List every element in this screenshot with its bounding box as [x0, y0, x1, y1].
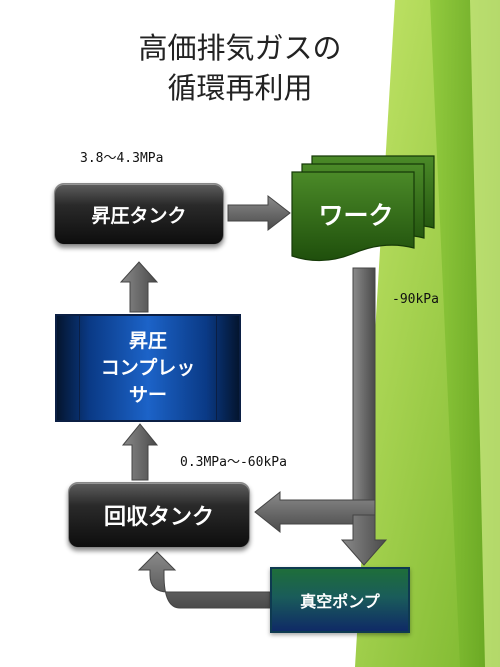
- boost-tank-label: 昇圧タンク: [91, 204, 187, 227]
- arrow-compressor-to-tank: [119, 261, 159, 313]
- label-mid-pressure: 0.3MPa～-60kPa: [180, 455, 287, 470]
- vacuum-pump-box: 真空ポンプ: [270, 567, 410, 633]
- pipe-work-down: [352, 267, 376, 507]
- label-vacuum: -90kPa: [392, 292, 439, 307]
- arrow-pump-to-recovery: [137, 551, 271, 609]
- page-title: 高価排気ガスの 循環再利用: [60, 28, 420, 108]
- arrow-recovery-to-compressor: [121, 423, 159, 481]
- work-box: [291, 155, 435, 262]
- label-high-pressure: 3.8～4.3MPa: [80, 151, 164, 166]
- title-line-2: 循環再利用: [167, 71, 313, 105]
- compressor-label-line-1: 昇圧: [128, 329, 167, 352]
- compressor-label-line-3: サー: [128, 383, 167, 406]
- vacuum-pump-label: 真空ポンプ: [300, 592, 380, 611]
- boost-tank-box: 昇圧タンク: [54, 183, 224, 245]
- compressor-box: 昇圧 コンプレッ サー: [55, 314, 241, 422]
- work-label-container: ワーク: [292, 168, 420, 260]
- recovery-tank-label: 回収タンク: [103, 505, 214, 530]
- arrow-junction-to-pump: [340, 514, 388, 566]
- work-label: ワーク: [318, 201, 394, 230]
- recovery-tank-box: 回収タンク: [68, 482, 250, 548]
- arrow-tank-to-work: [227, 194, 291, 232]
- title-line-1: 高価排気ガスの: [138, 31, 342, 65]
- compressor-label-line-2: コンプレッ: [100, 356, 196, 379]
